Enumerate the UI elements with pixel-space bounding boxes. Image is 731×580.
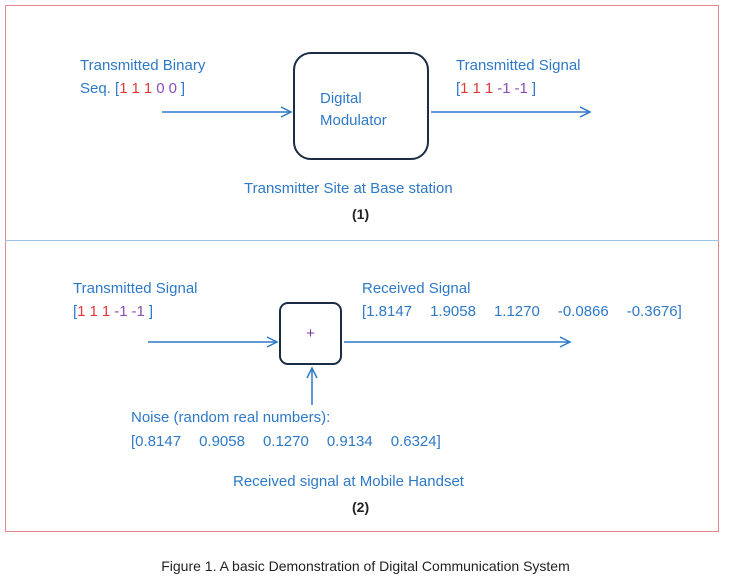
symbol: 1 bbox=[484, 80, 494, 97]
bit: 0 bbox=[156, 80, 165, 97]
noise-value: 0.6324 bbox=[390, 433, 437, 450]
s2-caption: Received signal at Mobile Handset bbox=[233, 473, 464, 490]
received-value: 1.8147 bbox=[366, 303, 413, 320]
symbol: -1 bbox=[131, 303, 145, 320]
adder-block: + bbox=[279, 302, 342, 365]
noise-label: Noise (random real numbers): bbox=[131, 409, 331, 426]
s1-input-label-line1: Transmitted Binary bbox=[80, 57, 206, 74]
s2-input-label-line1: Transmitted Signal bbox=[73, 280, 198, 297]
noise-value: 0.1270 bbox=[262, 433, 309, 450]
symbol: 1 bbox=[89, 303, 98, 320]
section-divider bbox=[5, 240, 719, 241]
received-value: 1.1270 bbox=[493, 303, 540, 320]
arrowhead-out-of-modulator bbox=[579, 106, 592, 118]
modulator-line1: Digital bbox=[320, 90, 362, 107]
received-value: -0.0866 bbox=[557, 303, 609, 320]
noise-value: 0.9058 bbox=[199, 433, 245, 450]
bit: 1 bbox=[131, 80, 140, 97]
noise-value: 0.8147 bbox=[135, 433, 182, 450]
s1-input-suffix: ] bbox=[180, 80, 186, 97]
digital-modulator-label: Digital Modulator bbox=[320, 88, 387, 132]
s1-input-prefix: Seq. [ bbox=[80, 80, 120, 97]
received-value: -0.3676 bbox=[626, 303, 678, 320]
digital-modulator-block bbox=[293, 52, 429, 160]
s1-output-label-line1: Transmitted Signal bbox=[456, 57, 581, 74]
symbol: 1 bbox=[460, 80, 469, 97]
symbol: -1 bbox=[514, 80, 528, 97]
symbol: 1 bbox=[101, 303, 111, 320]
figure-frame bbox=[5, 5, 719, 532]
symbol: -1 bbox=[497, 80, 511, 97]
modulator-line2: Modulator bbox=[320, 112, 387, 129]
noise-value: 0.9134 bbox=[326, 433, 373, 450]
received-value: 1.9058 bbox=[430, 303, 476, 320]
bit: 0 bbox=[168, 80, 177, 97]
s2-output-label-line1: Received Signal bbox=[362, 280, 471, 297]
bit: 1 bbox=[143, 80, 153, 97]
bit: 1 bbox=[119, 80, 128, 97]
arrowhead-into-adder bbox=[266, 336, 279, 348]
figure-caption: Figure 1. A basic Demonstration of Digit… bbox=[161, 558, 570, 574]
plus-icon: + bbox=[306, 325, 315, 342]
symbol: -1 bbox=[114, 303, 128, 320]
s2-number: (2) bbox=[352, 499, 370, 515]
s1-number: (1) bbox=[352, 206, 370, 222]
arrowhead-noise-into-adder bbox=[306, 366, 318, 379]
symbol: 1 bbox=[77, 303, 86, 320]
s1-caption: Transmitter Site at Base station bbox=[244, 180, 453, 197]
symbol: 1 bbox=[472, 80, 481, 97]
arrowhead-into-modulator bbox=[280, 106, 293, 118]
arrowhead-out-of-adder bbox=[559, 336, 572, 348]
